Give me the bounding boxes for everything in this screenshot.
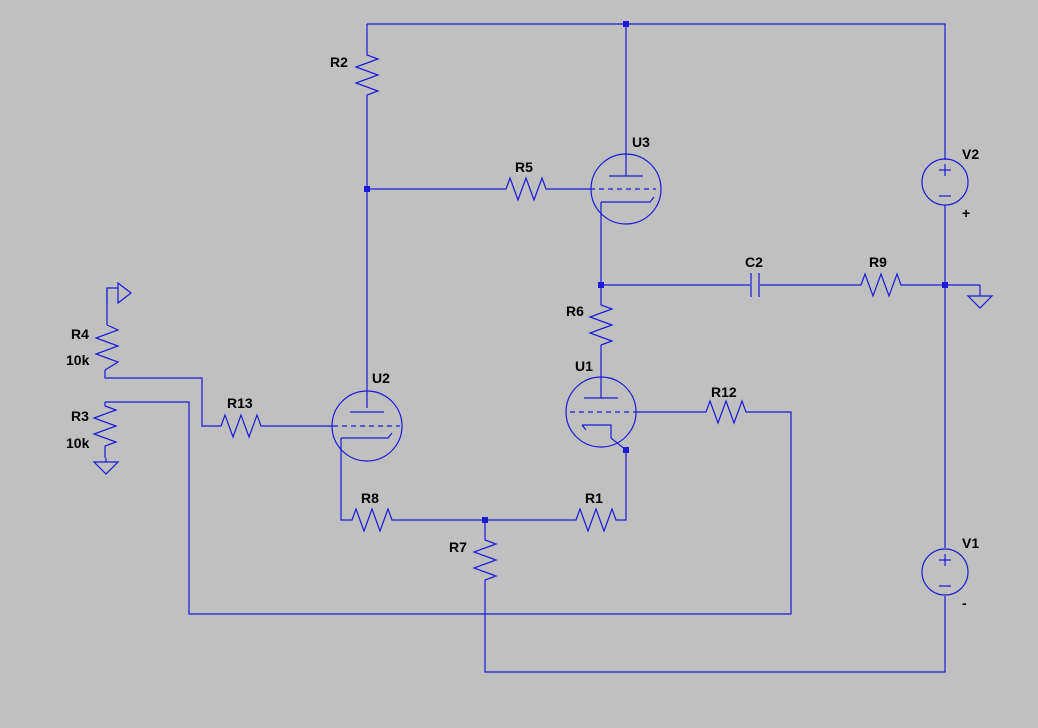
wire-r4-to-supply: [106, 287, 118, 325]
junction-dot: [482, 517, 488, 523]
label-r8: R8: [361, 490, 379, 506]
label-r12: R12: [711, 384, 737, 400]
label-r3: R3: [71, 408, 89, 424]
triode-u2: [331, 390, 403, 462]
source-circle: [921, 548, 969, 596]
wire-u1-cathode-to-r1: [610, 437, 627, 521]
net-flag-icon: [106, 281, 132, 305]
resistor-r3: [92, 402, 118, 458]
capacitor-c2: [750, 273, 760, 297]
label-r7: R7: [449, 539, 467, 555]
label-r4-value: 10k: [66, 352, 90, 368]
label-c2: C2: [745, 254, 763, 270]
label-r3-value: 10k: [66, 435, 90, 451]
triode-u3: [590, 153, 662, 225]
label-u2: U2: [372, 370, 390, 386]
wires: [104, 23, 980, 673]
junction-dot: [364, 186, 370, 192]
triode-cathode: [601, 196, 655, 203]
resistors: [92, 50, 905, 590]
labels: R2 R5 U3 V2 + C2 R9 R6 U1 R12 U2 R13 R4 …: [66, 54, 979, 611]
label-u3: U3: [632, 134, 650, 150]
label-r9: R9: [869, 254, 887, 270]
ground-icon: [92, 458, 120, 475]
voltage-source-v2: [921, 158, 969, 206]
junction-dot: [598, 282, 604, 288]
wire-r4-to-r13: [104, 370, 215, 427]
wire-v1-bottom: [484, 590, 946, 673]
label-r5: R5: [515, 159, 533, 175]
wire-r8-to-u2-cathode: [340, 438, 346, 521]
triode-cathode: [341, 432, 393, 439]
resistor-r9: [855, 272, 905, 298]
resistor-r2: [354, 50, 380, 100]
resistor-r6: [588, 300, 614, 346]
triode-envelope: [331, 390, 403, 462]
label-r1: R1: [585, 490, 603, 506]
resistor-r7: [472, 535, 498, 590]
label-r6: R6: [566, 303, 584, 319]
wire-r12-loop: [105, 401, 792, 615]
label-v2-plus: +: [962, 205, 970, 221]
label-r13: R13: [227, 395, 253, 411]
resistor-r1: [570, 507, 620, 533]
junction-dot: [623, 447, 629, 453]
label-r4: R4: [71, 326, 89, 342]
label-v1-minus: -: [962, 595, 967, 611]
resistor-r13: [215, 413, 266, 439]
junctions: [364, 21, 948, 523]
resistor-r8: [346, 507, 398, 533]
junction-dot: [942, 282, 948, 288]
resistor-r12: [700, 399, 750, 425]
triode-cathode: [581, 424, 612, 438]
voltage-source-v1: [921, 548, 969, 596]
resistor-r4: [94, 324, 120, 371]
label-u1: U1: [575, 358, 593, 374]
source-circle: [921, 158, 969, 206]
label-v2: V2: [962, 146, 979, 162]
label-v1: V1: [962, 535, 979, 551]
ground-symbols: [92, 281, 994, 475]
wire-top-rail: [367, 23, 946, 160]
label-r2: R2: [330, 54, 348, 70]
ground-icon: [966, 285, 994, 309]
triode-u1: [565, 376, 637, 448]
junction-dot: [623, 21, 629, 27]
resistor-r5: [500, 176, 550, 202]
